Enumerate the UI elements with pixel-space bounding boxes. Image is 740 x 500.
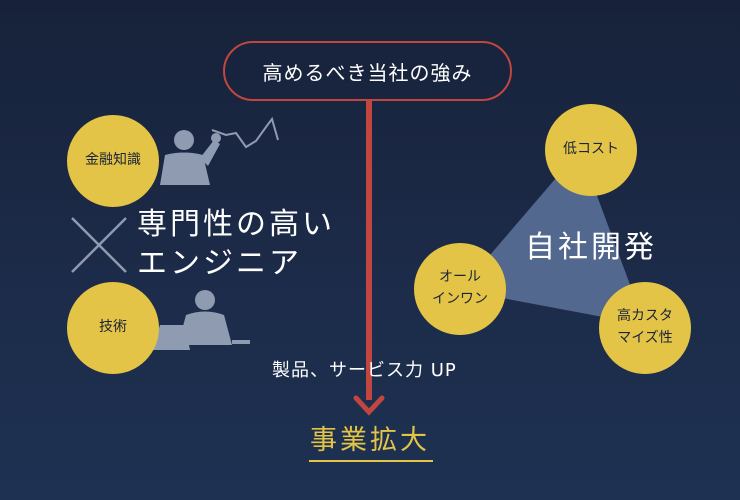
- circle-all-in-one: オール インワン: [414, 243, 506, 335]
- engineer-laptop-icon: [152, 290, 250, 350]
- engineer-heading-line1: 専門性の高い: [137, 207, 335, 242]
- circle-financial-knowledge: 金融知識: [67, 115, 159, 207]
- strengths-title-text: 高めるべき当社の強み: [262, 60, 473, 85]
- flow-label-text: 製品、サービス力 UP: [272, 360, 457, 381]
- result-heading-text: 事業拡大: [310, 425, 430, 456]
- strengths-title: 高めるべき当社の強み: [223, 41, 512, 101]
- in-house-heading-text: 自社開発: [525, 230, 657, 265]
- circle-customizability: 高カスタ マイズ性: [599, 282, 691, 374]
- flow-arrow-shaft: [366, 100, 372, 400]
- in-house-heading: 自社開発: [525, 228, 657, 267]
- flow-label: 製品、サービス力 UP: [272, 356, 457, 382]
- cross-icon: [71, 217, 127, 273]
- circle-technology: 技術: [67, 282, 159, 374]
- engineer-heading-line2: エンジニア: [137, 246, 302, 281]
- circle-low-cost-label: 低コスト: [563, 141, 619, 158]
- result-underline: [309, 460, 433, 462]
- circle-technology-label: 技術: [99, 319, 127, 336]
- circle-financial-knowledge-label: 金融知識: [85, 152, 141, 169]
- engineer-heading: 専門性の高い エンジニア: [137, 205, 335, 283]
- triangle-shape: [460, 150, 645, 325]
- businessman-chart-icon: [160, 116, 279, 185]
- flow-arrow-head: [353, 395, 385, 416]
- circle-low-cost: 低コスト: [545, 104, 637, 196]
- circle-customizability-line1: 高カスタ: [617, 308, 673, 325]
- circle-all-in-one-label: オール インワン: [432, 267, 488, 310]
- circle-customizability-line2: マイズ性: [617, 330, 673, 346]
- result-heading: 事業拡大: [300, 418, 440, 457]
- circle-all-in-one-line1: オール: [439, 269, 481, 286]
- circle-all-in-one-line2: インワン: [432, 291, 488, 307]
- circle-customizability-label: 高カスタ マイズ性: [617, 306, 673, 349]
